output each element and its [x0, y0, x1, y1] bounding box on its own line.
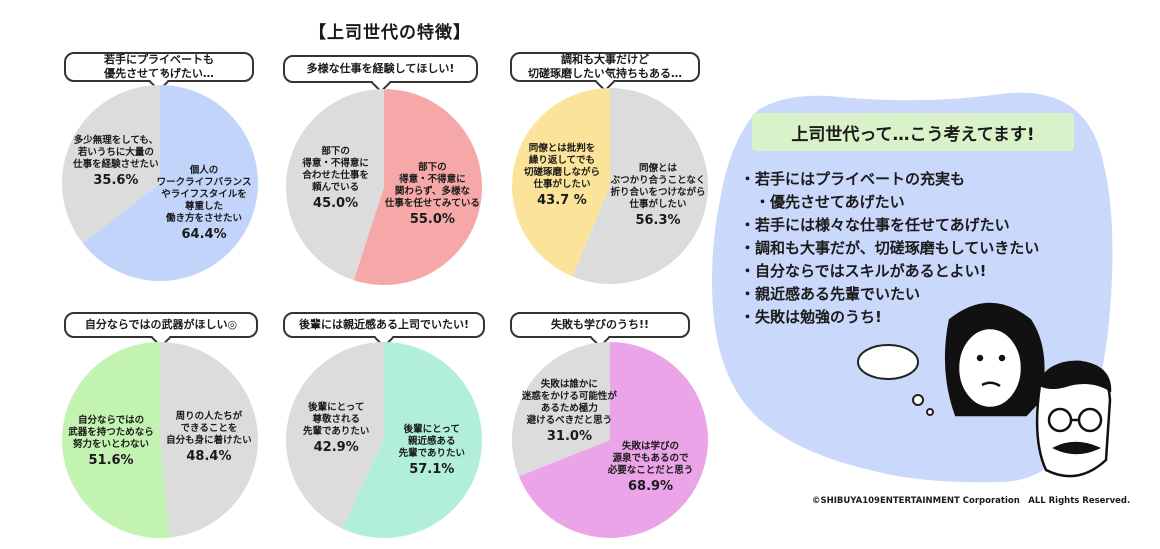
- slice-label: 周りの人たちが できることを 自分も身に着けたい: [166, 410, 252, 446]
- pie-chart: [511, 88, 708, 284]
- slice-percentage: 64.4%: [181, 227, 227, 243]
- pie-slice: [61, 342, 170, 538]
- slice-percentage: 42.9%: [313, 440, 359, 456]
- slice-percentage: 31.0%: [546, 429, 592, 445]
- summary-item-continuation: 優先させてあげたい: [740, 191, 1039, 214]
- slice-percentage: 57.1%: [409, 461, 455, 477]
- pie-slice: [160, 342, 258, 538]
- pie-slice: [341, 342, 482, 538]
- illustration: [857, 302, 1112, 478]
- summary-item: 自分ならではスキルがあるとよい!: [740, 260, 1039, 283]
- summary-title: 上司世代って…こう考えてます!: [752, 113, 1074, 151]
- slice-label: 多少無理をしても、 若いうちに大量の 仕事を経験させたい: [73, 134, 159, 170]
- pie-slice: [286, 89, 384, 281]
- pie-slice: [82, 85, 259, 281]
- chart-title-bubble: 自分ならではの武器がほしい◎: [64, 312, 258, 348]
- slice-percentage: 35.6%: [93, 172, 139, 188]
- slice-label: 同僚とは ぶつかり合うことなく 折り合いをつけながら 仕事がしたい: [610, 162, 706, 210]
- summary-list: 若手にはプライベートの充実も 優先させてあげたい 若手には様々な仕事を任せてあげ…: [740, 168, 1039, 329]
- copyright-text: ©SHIBUYA109ENTERTAINMENT Corporation ALL…: [812, 496, 1131, 506]
- slice-label: 自分ならではの 武器を持つためなら 努力をいとわない: [68, 415, 154, 451]
- pie-slice: [512, 342, 610, 477]
- pie-chart: [512, 342, 708, 538]
- pie-slice: [286, 342, 384, 529]
- pie-slice: [518, 342, 708, 538]
- slice-label: 部下の 得意・不得意に 関わらず、多様な 仕事を任せてみている: [384, 161, 480, 209]
- slice-label: 個人の ワークライフバランス やライフスタイルを 尊重した 働き方をさせたい: [156, 165, 252, 225]
- pie-chart: [61, 342, 258, 538]
- pie-chart: [286, 342, 482, 538]
- pie-chart: [286, 89, 483, 285]
- slice-label: 失敗は学びの 源泉でもあるので 必要なことだと思う: [607, 440, 694, 476]
- chart-title-bubble: 後輩には親近感ある上司でいたい!: [283, 312, 485, 348]
- chart-title: 多様な仕事を経験してほしい!: [306, 62, 455, 75]
- slice-label: 後輩にとって 親近感ある 先輩でありたい: [398, 423, 465, 459]
- slice-label: 失敗は誰かに 迷惑をかける可能性が あるため極力 避けるべきだと思う: [521, 379, 617, 427]
- slice-percentage: 48.4%: [186, 448, 232, 464]
- chart-title-bubble: 多様な仕事を経験してほしい!: [283, 55, 478, 93]
- pie-slice: [353, 89, 483, 285]
- thought-cloud-icon: [857, 344, 934, 416]
- chart-title: 自分ならではの武器がほしい◎: [84, 318, 238, 331]
- chart-title-bubble: 失敗も学びのうち!!: [510, 312, 690, 348]
- summary-item: 若手にはプライベートの充実も: [740, 168, 1039, 191]
- slice-label: 同僚とは批判を 繰り返してでも 切磋琢磨しながら 仕事がしたい: [523, 143, 600, 191]
- pie-slice: [572, 88, 708, 284]
- slice-percentage: 56.3%: [635, 212, 681, 228]
- pie-chart: [62, 85, 259, 281]
- chart-title: 後輩には親近感ある上司でいたい!: [298, 318, 469, 331]
- slice-percentage: 68.9%: [627, 478, 674, 494]
- chart-title-bubble: 調和も大事だけど 切磋琢磨したい気持ちもある…: [510, 52, 700, 92]
- pie-slice: [511, 88, 610, 277]
- slice-percentage: 51.6%: [88, 453, 134, 469]
- summary-item: 失敗は勉強のうち!: [740, 306, 1039, 329]
- chart-title-bubble: 若手にプライベートも 優先させてあげたい…: [64, 52, 254, 92]
- slice-label: 後輩にとって 尊敬される 先輩でありたい: [303, 402, 370, 438]
- page-title: 【上司世代の特徴】: [309, 23, 471, 43]
- slice-percentage: 55.0%: [409, 211, 455, 227]
- slice-label: 部下の 得意・不得意に 合わせた仕事を 頼んでいる: [302, 146, 369, 194]
- man-illustration-icon: [1035, 360, 1112, 478]
- pie-slice: [62, 85, 160, 244]
- woman-illustration-icon: [944, 302, 1045, 417]
- slice-percentage: 45.0%: [313, 196, 359, 212]
- summary-item: 調和も大事だが、切磋琢磨もしていきたい: [740, 237, 1039, 260]
- summary-item: 親近感ある先輩でいたい: [740, 283, 1039, 306]
- summary-item: 若手には様々な仕事を任せてあげたい: [740, 214, 1039, 237]
- chart-title: 失敗も学びのうち!!: [550, 318, 650, 331]
- summary-item-text: 優先させてあげたい: [770, 193, 905, 211]
- slice-percentage: 43.7 %: [537, 193, 587, 209]
